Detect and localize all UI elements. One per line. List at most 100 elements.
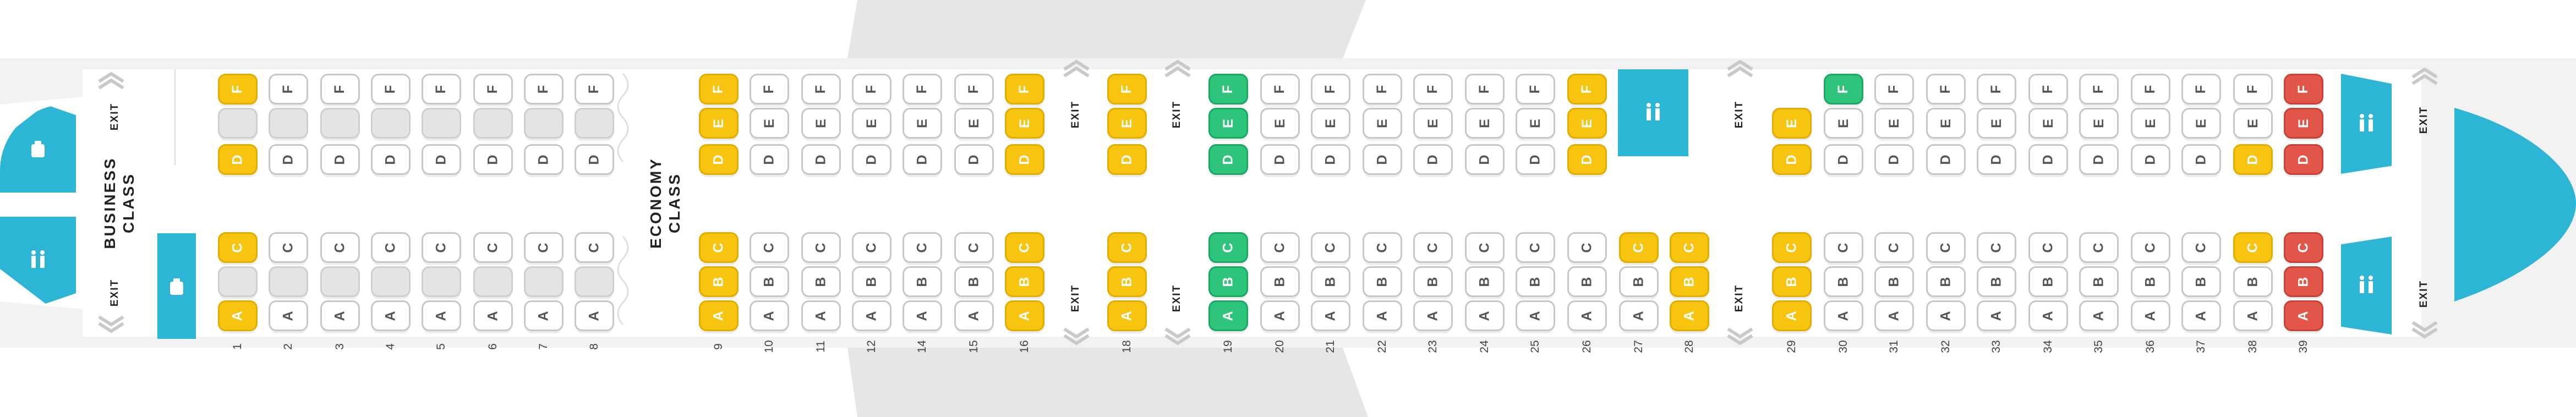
seat-38B[interactable]: B (2233, 266, 2273, 297)
seat-12C[interactable]: C (852, 232, 892, 263)
seat-24C[interactable]: C (1465, 232, 1505, 263)
seat-27B[interactable]: B (1619, 266, 1659, 297)
seat-10F[interactable]: F (750, 74, 789, 105)
seat-20B[interactable]: B (1260, 266, 1300, 297)
seat-29C[interactable]: C (1772, 232, 1812, 263)
seat-21C[interactable]: C (1311, 232, 1350, 263)
seat-11F[interactable]: F (801, 74, 841, 105)
seat-4B[interactable] (371, 266, 411, 297)
seat-23C[interactable]: C (1413, 232, 1453, 263)
seat-14A[interactable]: A (903, 300, 942, 331)
seat-23D[interactable]: D (1413, 144, 1453, 175)
seat-2A[interactable]: A (269, 300, 308, 331)
seat-32A[interactable]: A (1926, 300, 1966, 331)
seat-18E[interactable]: E (1107, 108, 1147, 139)
seat-35D[interactable]: D (2079, 144, 2119, 175)
seat-1C[interactable]: C (218, 232, 258, 263)
seat-10B[interactable]: B (750, 266, 789, 297)
seat-1D[interactable]: D (218, 144, 258, 175)
seat-23F[interactable]: F (1413, 74, 1453, 105)
seat-33F[interactable]: F (1977, 74, 2016, 105)
seat-9A[interactable]: A (699, 300, 739, 331)
seat-15A[interactable]: A (954, 300, 994, 331)
seat-26E[interactable]: E (1567, 108, 1607, 139)
seat-16D[interactable]: D (1005, 144, 1044, 175)
seat-32F[interactable]: F (1926, 74, 1966, 105)
lavatory-rear-bottom[interactable] (2341, 237, 2392, 334)
seat-34D[interactable]: D (2028, 144, 2068, 175)
seat-24D[interactable]: D (1465, 144, 1505, 175)
seat-33C[interactable]: C (1977, 232, 2016, 263)
seat-25B[interactable]: B (1516, 266, 1555, 297)
seat-2E[interactable] (269, 108, 308, 139)
seat-26D[interactable]: D (1567, 144, 1607, 175)
seat-23E[interactable]: E (1413, 108, 1453, 139)
seat-19E[interactable]: E (1208, 108, 1248, 139)
seat-37D[interactable]: D (2181, 144, 2221, 175)
seat-33A[interactable]: A (1977, 300, 2016, 331)
seat-3B[interactable] (320, 266, 360, 297)
seat-37F[interactable]: F (2181, 74, 2221, 105)
seat-2C[interactable]: C (269, 232, 308, 263)
seat-27A[interactable]: A (1619, 300, 1659, 331)
seat-21F[interactable]: F (1311, 74, 1350, 105)
seat-26F[interactable]: F (1567, 74, 1607, 105)
seat-26B[interactable]: B (1567, 266, 1607, 297)
seat-7B[interactable] (524, 266, 564, 297)
seat-14F[interactable]: F (903, 74, 942, 105)
seat-15D[interactable]: D (954, 144, 994, 175)
lavatory-mid[interactable] (1618, 69, 1688, 156)
seat-5A[interactable]: A (422, 300, 461, 331)
seat-21D[interactable]: D (1311, 144, 1350, 175)
seat-23A[interactable]: A (1413, 300, 1453, 331)
seat-31D[interactable]: D (1874, 144, 1914, 175)
seat-38F[interactable]: F (2233, 74, 2273, 105)
seat-31F[interactable]: F (1874, 74, 1914, 105)
seat-5E[interactable] (422, 108, 461, 139)
seat-11B[interactable]: B (801, 266, 841, 297)
seat-3D[interactable]: D (320, 144, 360, 175)
seat-30F[interactable]: F (1824, 74, 1863, 105)
seat-27C[interactable]: C (1619, 232, 1659, 263)
seat-1E[interactable] (218, 108, 258, 139)
seat-6A[interactable]: A (473, 300, 513, 331)
seat-16C[interactable]: C (1005, 232, 1044, 263)
seat-38E[interactable]: E (2233, 108, 2273, 139)
seat-8A[interactable]: A (575, 300, 614, 331)
seat-9E[interactable]: E (699, 108, 739, 139)
seat-6D[interactable]: D (473, 144, 513, 175)
seat-36A[interactable]: A (2131, 300, 2170, 331)
seat-31C[interactable]: C (1874, 232, 1914, 263)
seat-7C[interactable]: C (524, 232, 564, 263)
seat-4F[interactable]: F (371, 74, 411, 105)
seat-37A[interactable]: A (2181, 300, 2221, 331)
seat-19A[interactable]: A (1208, 300, 1248, 331)
seat-19F[interactable]: F (1208, 74, 1248, 105)
seat-30E[interactable]: E (1824, 108, 1863, 139)
seat-31B[interactable]: B (1874, 266, 1914, 297)
seat-16B[interactable]: B (1005, 266, 1044, 297)
seat-7D[interactable]: D (524, 144, 564, 175)
seat-18C[interactable]: C (1107, 232, 1147, 263)
seat-29D[interactable]: D (1772, 144, 1812, 175)
seat-29B[interactable]: B (1772, 266, 1812, 297)
seat-18A[interactable]: A (1107, 300, 1147, 331)
seat-37C[interactable]: C (2181, 232, 2221, 263)
seat-39E[interactable]: E (2284, 108, 2323, 139)
seat-12A[interactable]: A (852, 300, 892, 331)
lavatory-rear-top[interactable] (2341, 74, 2392, 174)
seat-15E[interactable]: E (954, 108, 994, 139)
seat-18F[interactable]: F (1107, 74, 1147, 105)
seat-6E[interactable] (473, 108, 513, 139)
seat-6F[interactable]: F (473, 74, 513, 105)
seat-34E[interactable]: E (2028, 108, 2068, 139)
seat-12F[interactable]: F (852, 74, 892, 105)
seat-30D[interactable]: D (1824, 144, 1863, 175)
seat-23B[interactable]: B (1413, 266, 1453, 297)
seat-22C[interactable]: C (1363, 232, 1402, 263)
seat-25D[interactable]: D (1516, 144, 1555, 175)
seat-25F[interactable]: F (1516, 74, 1555, 105)
seat-28A[interactable]: A (1670, 300, 1709, 331)
seat-19B[interactable]: B (1208, 266, 1248, 297)
seat-18D[interactable]: D (1107, 144, 1147, 175)
